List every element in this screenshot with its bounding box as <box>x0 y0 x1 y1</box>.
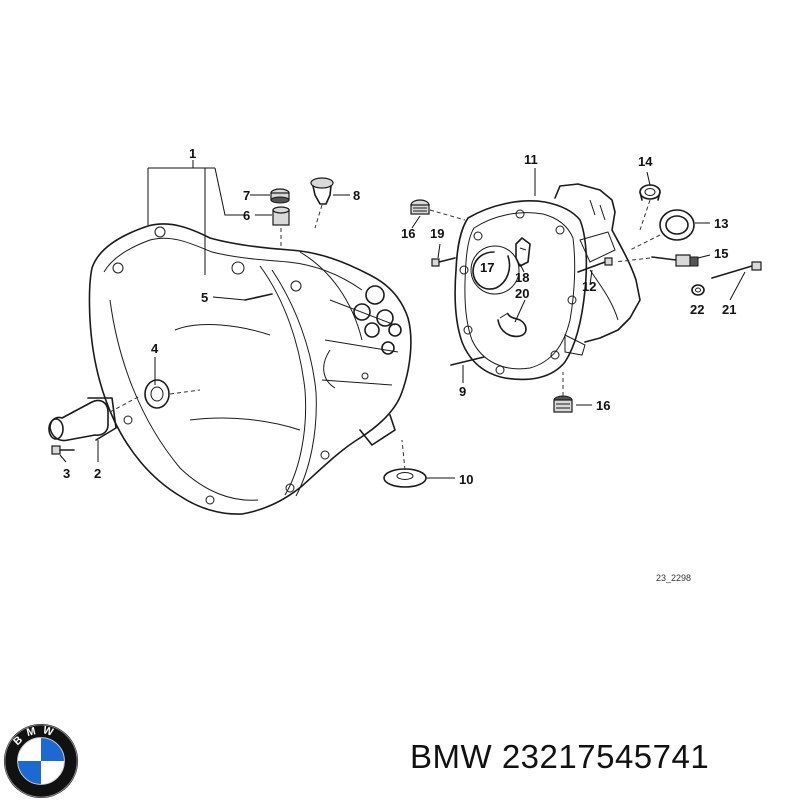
callout-label: 16 <box>596 398 610 413</box>
callout-label: 6 <box>243 208 250 223</box>
plug-part-8 <box>310 177 334 205</box>
bolt-part-12 <box>577 257 613 273</box>
callout-label: 9 <box>459 384 466 399</box>
part-number: 23217545741 <box>501 738 710 775</box>
pin-part-5 <box>244 293 273 301</box>
callout-label: 19 <box>430 226 444 241</box>
callout-label: 20 <box>515 286 529 301</box>
callout-label: 2 <box>94 466 101 481</box>
washer-part-22 <box>691 284 705 296</box>
gearbox-housing <box>88 223 412 515</box>
plug-part-16-upper <box>410 199 430 215</box>
plug-part-16-lower <box>553 395 573 413</box>
callout-label: 15 <box>714 246 728 261</box>
callout-label: 11 <box>524 152 538 167</box>
callout-label: 22 <box>690 302 704 317</box>
callout-label: 8 <box>353 188 360 203</box>
sensor-part-15 <box>651 254 699 267</box>
callout-label: 21 <box>722 302 736 317</box>
seal-ring-part-13 <box>659 209 695 241</box>
part-caption: BMW 23217545741 <box>410 738 709 776</box>
guide-tube-part <box>48 397 117 442</box>
callout-label: 5 <box>201 290 208 305</box>
pin-part-9 <box>450 356 485 366</box>
callout-label: 7 <box>243 188 250 203</box>
callout-label: 10 <box>459 472 473 487</box>
callout-label: 17 <box>480 260 494 275</box>
callout-label: 13 <box>714 216 728 231</box>
bmw-logo: BMW <box>3 723 79 799</box>
callout-label: 4 <box>151 341 159 356</box>
leader-lines <box>59 160 746 479</box>
callout-label: 18 <box>515 270 529 285</box>
lever-part-18 <box>515 237 531 267</box>
snap-ring-part-17 <box>472 251 511 290</box>
callout-label: 14 <box>638 154 653 169</box>
bracket-part-20 <box>497 312 527 338</box>
brand-name: BMW <box>410 738 493 775</box>
callout-label: 16 <box>401 226 415 241</box>
sleeve-part-14 <box>639 184 661 201</box>
bolt-part-21 <box>711 261 762 279</box>
rear-housing <box>454 183 641 381</box>
callout-labels: 1 2 3 4 5 6 7 8 9 10 11 12 13 14 15 16 1… <box>63 146 736 487</box>
callout-label: 3 <box>63 466 70 481</box>
assembly-lines <box>109 199 661 471</box>
plug-part-7 <box>270 188 290 204</box>
callout-label: 12 <box>582 279 596 294</box>
washer-part-10 <box>383 468 427 488</box>
bushing-part-6 <box>272 206 290 226</box>
bolt-part-19 <box>431 257 456 267</box>
callout-label: 1 <box>189 146 196 161</box>
bolt-part-3 <box>51 445 75 455</box>
drawing-reference: 23_2298 <box>656 573 691 583</box>
